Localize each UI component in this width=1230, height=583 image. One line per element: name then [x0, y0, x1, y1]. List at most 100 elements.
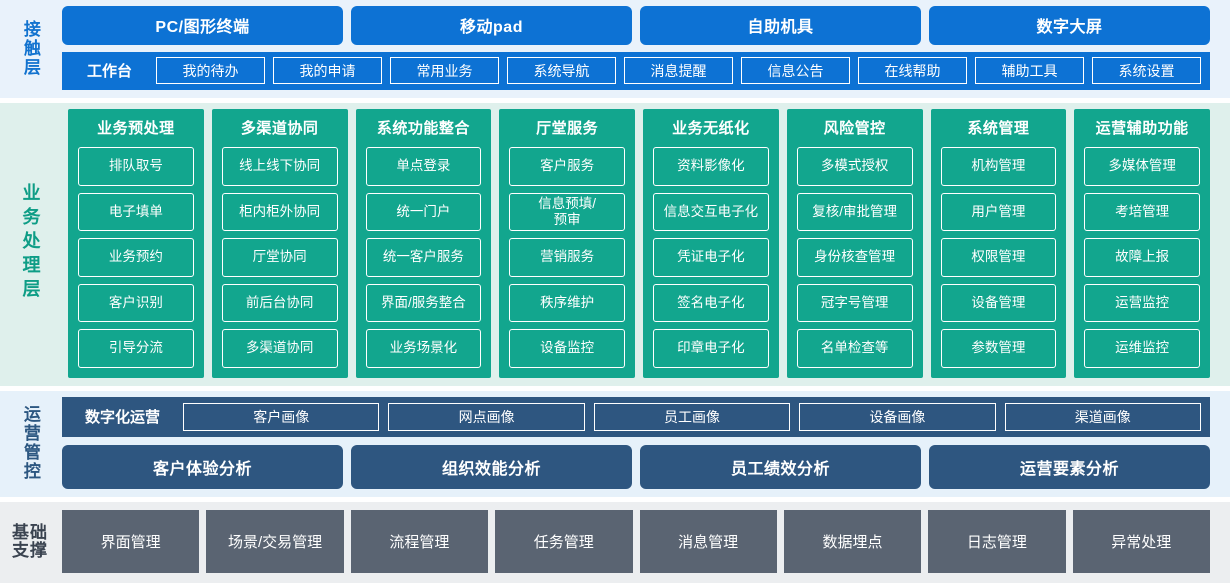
analysis-row: 客户体验分析 组织效能分析 员工绩效分析 运营要素分析 — [62, 444, 1210, 489]
foundation-item-ui-management[interactable]: 界面管理 — [62, 510, 200, 573]
column-items: 线上线下协同 柜内柜外协同 厅堂协同 前后台协同 多渠道协同 — [221, 147, 338, 368]
business-item[interactable]: 资料影像化 — [653, 147, 769, 186]
business-item[interactable]: 考培管理 — [1084, 192, 1200, 231]
business-item[interactable]: 线上线下协同 — [221, 147, 338, 186]
foundation-item-task-management[interactable]: 任务管理 — [495, 510, 633, 573]
column-items: 多媒体管理 考培管理 故障上报 运营监控 运维监控 — [1084, 147, 1200, 368]
business-item[interactable]: 业务场景化 — [365, 329, 482, 368]
business-item[interactable]: 厅堂协同 — [221, 238, 338, 277]
business-item[interactable]: 营销服务 — [509, 238, 625, 277]
analysis-employee-performance[interactable]: 员工绩效分析 — [640, 444, 921, 489]
business-item[interactable]: 排队取号 — [78, 147, 194, 186]
portrait-customer[interactable]: 客户画像 — [183, 402, 380, 431]
business-column-system-integration: 系统功能整合 单点登录 统一门户 统一客户服务 界面/服务整合 业务场景化 — [355, 109, 492, 378]
foundation-layer-label-text: 基础 支撑 — [12, 523, 48, 560]
business-item[interactable]: 客户服务 — [509, 147, 625, 186]
workbench-item-my-application[interactable]: 我的申请 — [273, 57, 383, 85]
business-item[interactable]: 印章电子化 — [653, 329, 769, 368]
portrait-branch[interactable]: 网点画像 — [388, 402, 585, 431]
operations-management-layer: 运营管控 数字化运营 客户画像 网点画像 员工画像 设备画像 渠道画像 客户体验… — [0, 390, 1230, 498]
business-item[interactable]: 凭证电子化 — [653, 238, 769, 277]
business-item[interactable]: 参数管理 — [940, 329, 1057, 368]
business-item[interactable]: 签名电子化 — [653, 283, 769, 322]
layer-divider-2 — [0, 385, 1230, 391]
business-item[interactable]: 用户管理 — [940, 192, 1057, 231]
workbench-item-auxiliary-tools[interactable]: 辅助工具 — [975, 57, 1085, 85]
foundation-layer-body: 界面管理 场景/交易管理 流程管理 任务管理 消息管理 数据埋点 日志管理 异常… — [60, 510, 1230, 573]
business-item[interactable]: 业务预约 — [78, 238, 194, 277]
analysis-customer-experience[interactable]: 客户体验分析 — [62, 444, 343, 489]
foundation-support-layer: 基础 支撑 界面管理 场景/交易管理 流程管理 任务管理 消息管理 数据埋点 日… — [0, 502, 1230, 583]
foundation-item-log-management[interactable]: 日志管理 — [928, 510, 1066, 573]
foundation-item-data-tracking[interactable]: 数据埋点 — [783, 510, 922, 573]
business-item[interactable]: 冠字号管理 — [796, 283, 913, 322]
business-column-paperless: 业务无纸化 资料影像化 信息交互电子化 凭证电子化 签名电子化 印章电子化 — [643, 109, 779, 378]
business-item[interactable]: 界面/服务整合 — [365, 283, 482, 322]
business-layer-body: 业务预处理 排队取号 电子填单 业务预约 客户识别 引导分流 多渠道协同 线上线… — [60, 109, 1230, 378]
business-item[interactable]: 秩序维护 — [509, 283, 625, 322]
workbench-item-system-navigation[interactable]: 系统导航 — [507, 57, 617, 85]
ops-layer-label-text: 运营管控 — [20, 404, 40, 481]
business-item[interactable]: 设备监控 — [509, 329, 625, 368]
terminal-row: PC/图形终端 移动pad 自助机具 数字大屏 — [60, 6, 1230, 45]
workbench-item-message-reminder[interactable]: 消息提醒 — [624, 57, 734, 85]
portrait-channel[interactable]: 渠道画像 — [1004, 402, 1201, 431]
workbench-bar: 工作台 我的待办 我的申请 常用业务 系统导航 消息提醒 信息公告 在线帮助 辅… — [62, 51, 1210, 90]
business-item[interactable]: 柜内柜外协同 — [221, 192, 338, 231]
analysis-organizational-efficiency[interactable]: 组织效能分析 — [351, 444, 632, 489]
column-title: 业务预处理 — [97, 120, 175, 137]
business-item[interactable]: 设备管理 — [940, 283, 1057, 322]
terminal-chip-self-service[interactable]: 自助机具 — [640, 6, 921, 45]
workbench-item-online-help[interactable]: 在线帮助 — [858, 57, 968, 85]
column-items: 多模式授权 复核/审批管理 身份核查管理 冠字号管理 名单检查等 — [796, 147, 913, 368]
business-item[interactable]: 信息交互电子化 — [653, 192, 769, 231]
portrait-employee[interactable]: 员工画像 — [593, 402, 791, 431]
business-item[interactable]: 单点登录 — [365, 147, 482, 186]
column-title: 运营辅助功能 — [1095, 120, 1189, 137]
business-layer-label-text: 业务处理层 — [20, 183, 41, 304]
business-item[interactable]: 权限管理 — [940, 238, 1057, 277]
terminal-chip-digital-screen[interactable]: 数字大屏 — [929, 6, 1210, 45]
contact-layer: 接触层 PC/图形终端 移动pad 自助机具 数字大屏 工作台 我的待办 我的申… — [0, 0, 1230, 98]
business-item[interactable]: 客户识别 — [78, 283, 194, 322]
foundation-item-exception-handling[interactable]: 异常处理 — [1072, 510, 1210, 573]
business-item[interactable]: 统一客户服务 — [365, 238, 482, 277]
business-item[interactable]: 运营监控 — [1084, 283, 1200, 322]
business-item[interactable]: 信息预填/ 预审 — [509, 192, 625, 231]
column-title: 系统功能整合 — [376, 120, 470, 137]
ops-layer-body: 数字化运营 客户画像 网点画像 员工画像 设备画像 渠道画像 客户体验分析 组织… — [60, 396, 1230, 490]
foundation-item-message-management[interactable]: 消息管理 — [639, 510, 777, 573]
layer-divider-1 — [0, 98, 1230, 103]
business-item[interactable]: 引导分流 — [78, 329, 194, 368]
workbench-item-common-business[interactable]: 常用业务 — [390, 57, 500, 85]
business-item[interactable]: 机构管理 — [940, 147, 1057, 186]
portrait-device[interactable]: 设备画像 — [799, 402, 996, 431]
foundation-row: 界面管理 场景/交易管理 流程管理 任务管理 消息管理 数据埋点 日志管理 异常… — [60, 510, 1230, 573]
business-item[interactable]: 复核/审批管理 — [796, 192, 913, 231]
digital-operations-title: 数字化运营 — [85, 409, 161, 426]
business-item[interactable]: 故障上报 — [1084, 238, 1200, 277]
business-item[interactable]: 多渠道协同 — [221, 329, 338, 368]
business-item[interactable]: 电子填单 — [78, 192, 194, 231]
business-item[interactable]: 身份核查管理 — [796, 238, 913, 277]
workbench-item-my-todo[interactable]: 我的待办 — [156, 57, 266, 85]
column-title: 风险管控 — [823, 120, 886, 137]
column-title: 系统管理 — [967, 120, 1030, 137]
workbench-item-information-bulletin[interactable]: 信息公告 — [741, 57, 851, 85]
terminal-chip-mobile-pad[interactable]: 移动pad — [351, 6, 632, 45]
business-item[interactable]: 多媒体管理 — [1084, 147, 1200, 186]
analysis-operation-elements[interactable]: 运营要素分析 — [929, 444, 1210, 489]
business-item[interactable]: 前后台协同 — [221, 283, 338, 322]
foundation-item-process-management[interactable]: 流程管理 — [350, 510, 489, 573]
business-item[interactable]: 名单检查等 — [796, 329, 913, 368]
foundation-item-scenario-transaction-management[interactable]: 场景/交易管理 — [206, 510, 344, 573]
foundation-layer-label: 基础 支撑 — [0, 510, 60, 573]
business-item[interactable]: 统一门户 — [365, 192, 482, 231]
business-item[interactable]: 运维监控 — [1084, 329, 1200, 368]
ops-layer-label: 运营管控 — [0, 397, 60, 490]
column-title: 业务无纸化 — [672, 120, 750, 137]
terminal-chip-pc[interactable]: PC/图形终端 — [62, 6, 343, 45]
digital-operations-bar: 数字化运营 客户画像 网点画像 员工画像 设备画像 渠道画像 — [62, 396, 1210, 437]
business-item[interactable]: 多模式授权 — [796, 147, 913, 186]
workbench-item-system-settings[interactable]: 系统设置 — [1092, 57, 1202, 85]
